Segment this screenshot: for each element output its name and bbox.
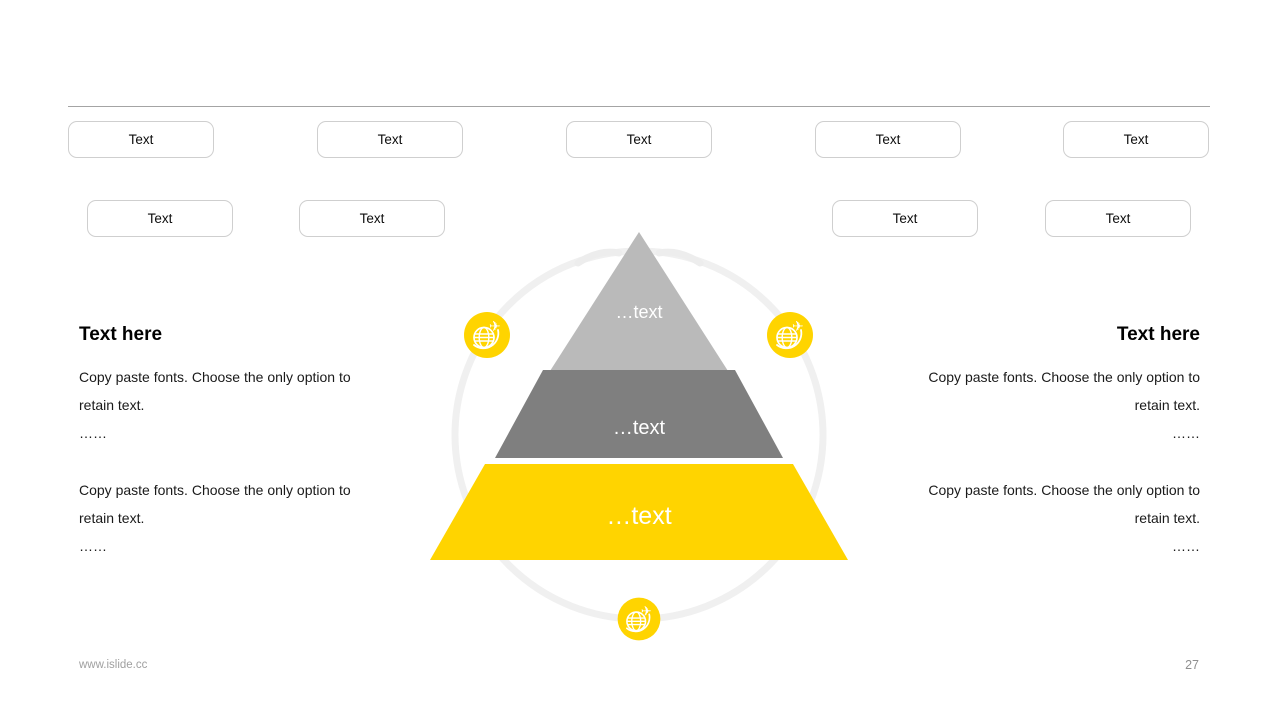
paragraph-line: Copy paste fonts. Choose the only option… <box>928 369 1200 385</box>
paragraph-line: …… <box>1172 538 1200 554</box>
text-placeholder-box[interactable]: Text <box>566 121 712 158</box>
text-placeholder-label: Text <box>128 132 154 147</box>
pyramid-label-top[interactable]: …text <box>615 302 662 322</box>
pyramid-level-top <box>550 232 728 371</box>
globe-plane-icon <box>767 312 813 358</box>
page-number: 27 <box>1185 658 1199 672</box>
globe-plane-icon <box>617 597 661 641</box>
text-placeholder-box[interactable]: Text <box>815 121 961 158</box>
text-placeholder-box[interactable]: Text <box>87 200 233 237</box>
pyramid-label-middle[interactable]: …text <box>613 417 666 439</box>
pyramid-level-bottom <box>430 464 848 560</box>
text-placeholder-label: Text <box>1105 211 1131 226</box>
footer-website: www.islide.cc <box>79 659 148 671</box>
text-placeholder-box[interactable]: Text <box>68 121 214 158</box>
paragraph-line: Copy paste fonts. Choose the only option… <box>79 482 351 498</box>
text-placeholder-label: Text <box>626 132 652 147</box>
text-placeholder-box[interactable]: Text <box>1063 121 1209 158</box>
globe-plane-icon <box>464 312 510 358</box>
top-divider-line <box>68 106 1210 107</box>
text-placeholder-label: Text <box>359 211 385 226</box>
icon-badge-circle <box>767 312 813 358</box>
paragraph-line: retain text. <box>79 397 145 413</box>
text-placeholder-label: Text <box>147 211 173 226</box>
paragraph-line: Copy paste fonts. Choose the only option… <box>928 482 1200 498</box>
text-placeholder-box[interactable]: Text <box>317 121 463 158</box>
right-paragraph-2: Copy paste fonts. Choose the only option… <box>900 476 1200 560</box>
orbit-swoosh-right <box>655 248 704 267</box>
paragraph-line: …… <box>79 538 107 554</box>
text-placeholder-box[interactable]: Text <box>1045 200 1191 237</box>
text-placeholder-label: Text <box>892 211 918 226</box>
text-placeholder-label: Text <box>377 132 403 147</box>
paragraph-line: …… <box>79 425 107 441</box>
icon-badge-circle <box>617 597 661 641</box>
right-text-panel: Text here Copy paste fonts. Choose the o… <box>900 322 1200 589</box>
paragraph-line: Copy paste fonts. Choose the only option… <box>79 369 351 385</box>
pyramid-label-bottom[interactable]: …text <box>606 502 671 530</box>
right-paragraph-1: Copy paste fonts. Choose the only option… <box>900 363 1200 447</box>
text-placeholder-box[interactable]: Text <box>832 200 978 237</box>
text-placeholder-box[interactable]: Text <box>299 200 445 237</box>
right-panel-title: Text here <box>1116 324 1200 345</box>
left-panel-title: Text here <box>79 324 163 345</box>
paragraph-line: retain text. <box>79 510 145 526</box>
paragraph-line: retain text. <box>1134 397 1200 413</box>
pyramid-diagram: ✈ …text …text …text <box>430 232 848 641</box>
paragraph-line: …… <box>1172 425 1200 441</box>
left-text-panel: Text here Copy paste fonts. Choose the o… <box>79 322 379 589</box>
left-paragraph-2: Copy paste fonts. Choose the only option… <box>79 476 379 560</box>
text-placeholder-label: Text <box>1123 132 1149 147</box>
orbit-swoosh-left <box>574 248 623 267</box>
icon-badge-circle <box>464 312 510 358</box>
paragraph-line: retain text. <box>1134 510 1200 526</box>
text-placeholder-label: Text <box>875 132 901 147</box>
left-paragraph-1: Copy paste fonts. Choose the only option… <box>79 363 379 447</box>
pyramid-level-middle <box>495 370 783 458</box>
